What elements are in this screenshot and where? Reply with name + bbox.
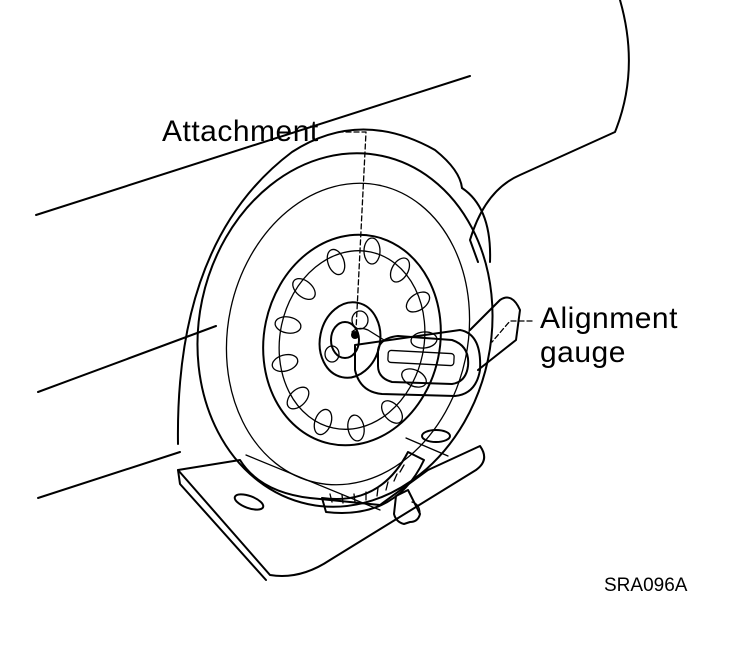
alignment-gauge [351,296,521,397]
wheel-hub [318,301,382,379]
alignment-leader [491,320,533,343]
turning-radius-scale [321,451,425,525]
car-body [35,0,630,499]
attachment [324,310,369,363]
attachment-label: Attachment [162,115,319,148]
attachment-leader [337,131,367,331]
wheel-rim [262,233,442,447]
base-slot-left [233,493,265,511]
wheel-arch [176,128,463,445]
base-slot-right [421,429,451,443]
scale-pointer [393,489,421,525]
alignment-label-line1: Alignment [540,302,678,335]
figure-code: SRA096A [604,575,688,596]
tire [196,152,494,508]
alignment-label-line2: gauge [540,336,626,369]
turntable-base [177,429,486,581]
